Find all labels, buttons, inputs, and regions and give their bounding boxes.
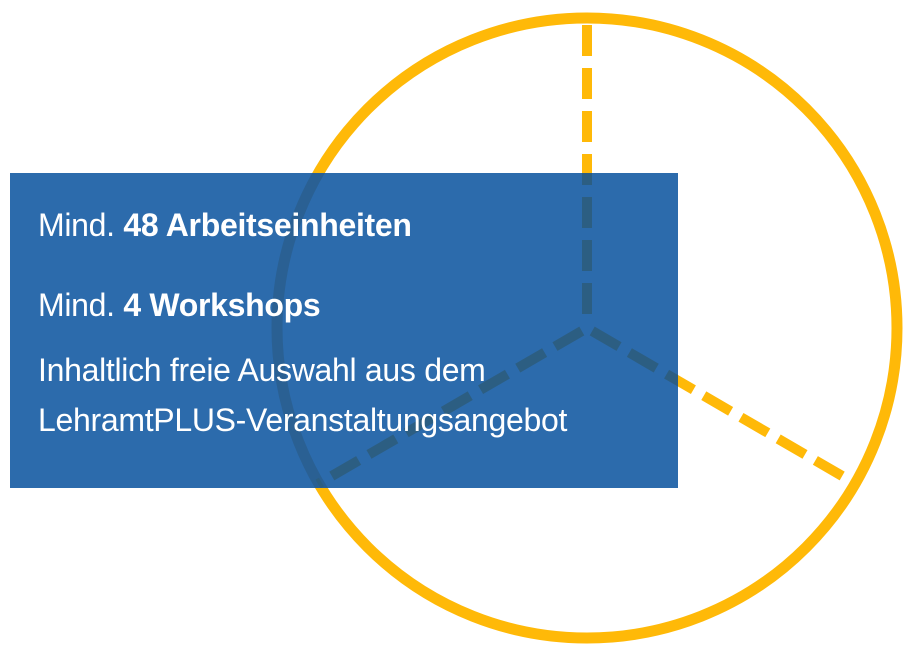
spoke-lower-right: [589, 326, 859, 489]
requirement-workshops-prefix: Mind.: [38, 287, 124, 323]
free-choice-note-line1: Inhaltlich freie Auswahl aus dem: [38, 352, 486, 388]
requirement-work-units-value: 48 Arbeitseinheiten: [123, 207, 412, 243]
info-box-text: Mind. 48 Arbeitseinheiten Mind. 4 Worksh…: [38, 200, 663, 445]
program-circle: [271, 12, 903, 644]
diagram-outside-box: [271, 12, 903, 644]
info-box-background: [10, 173, 678, 488]
spoke-lower-left: [315, 326, 585, 489]
requirement-work-units: Mind. 48 Arbeitseinheiten: [38, 200, 663, 250]
requirement-workshops: Mind. 4 Workshops: [38, 280, 663, 330]
requirement-workshops-value: 4 Workshops: [123, 287, 321, 323]
free-choice-note: Inhaltlich freie Auswahl aus dem Lehramt…: [38, 345, 663, 445]
requirement-work-units-prefix: Mind.: [38, 207, 124, 243]
free-choice-note-line2: LehramtPLUS-Veranstaltungsangebot: [38, 402, 568, 438]
